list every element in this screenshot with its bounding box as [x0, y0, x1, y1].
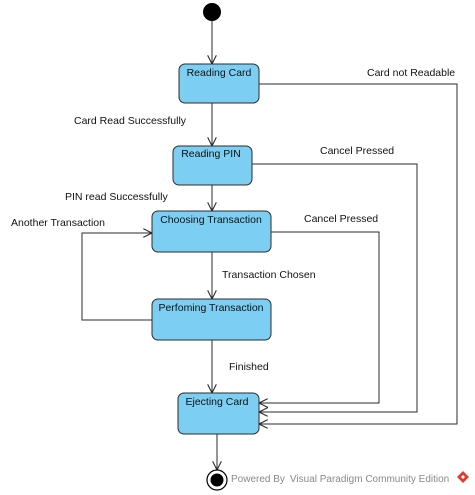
- label-cancel-pressed-pin: Cancel Pressed: [320, 145, 394, 157]
- label-pin-read-successfully: PIN read Successfully: [65, 191, 168, 203]
- label-card-not-readable: Card not Readable: [367, 67, 455, 79]
- state-ejecting-card: Ejecting Card: [177, 392, 260, 435]
- visual-paradigm-logo-icon: [457, 471, 469, 483]
- state-label-ejecting-card: Ejecting Card: [185, 396, 248, 408]
- state-label-reading-pin: Reading PIN: [181, 148, 241, 160]
- label-finished: Finished: [229, 361, 269, 373]
- label-cancel-pressed-choosing: Cancel Pressed: [304, 213, 378, 225]
- edge-cancel-pressed-pin: [252, 163, 418, 412]
- state-performing-transaction: Perfoming Transaction: [151, 298, 272, 341]
- label-card-read-successfully: Card Read Successfully: [74, 115, 187, 127]
- final-state: [206, 469, 228, 491]
- state-choosing-transaction: Choosing Transaction: [151, 210, 272, 253]
- edge-another-transaction: [81, 233, 152, 321]
- watermark-text: Powered By Visual Paradigm Community Edi…: [231, 474, 449, 485]
- label-another-transaction: Another Transaction: [11, 217, 105, 229]
- state-label-performing-transaction: Perfoming Transaction: [158, 302, 263, 314]
- state-label-choosing-transaction: Choosing Transaction: [160, 214, 262, 226]
- initial-state: [203, 3, 221, 21]
- edge-card-not-readable: [259, 83, 458, 424]
- state-reading-pin: Reading PIN: [172, 145, 253, 186]
- state-reading-card: Reading Card: [178, 63, 260, 104]
- state-label-reading-card: Reading Card: [187, 67, 252, 79]
- label-transaction-chosen: Transaction Chosen: [222, 269, 316, 281]
- edge-cancel-pressed-choosing: [259, 231, 380, 403]
